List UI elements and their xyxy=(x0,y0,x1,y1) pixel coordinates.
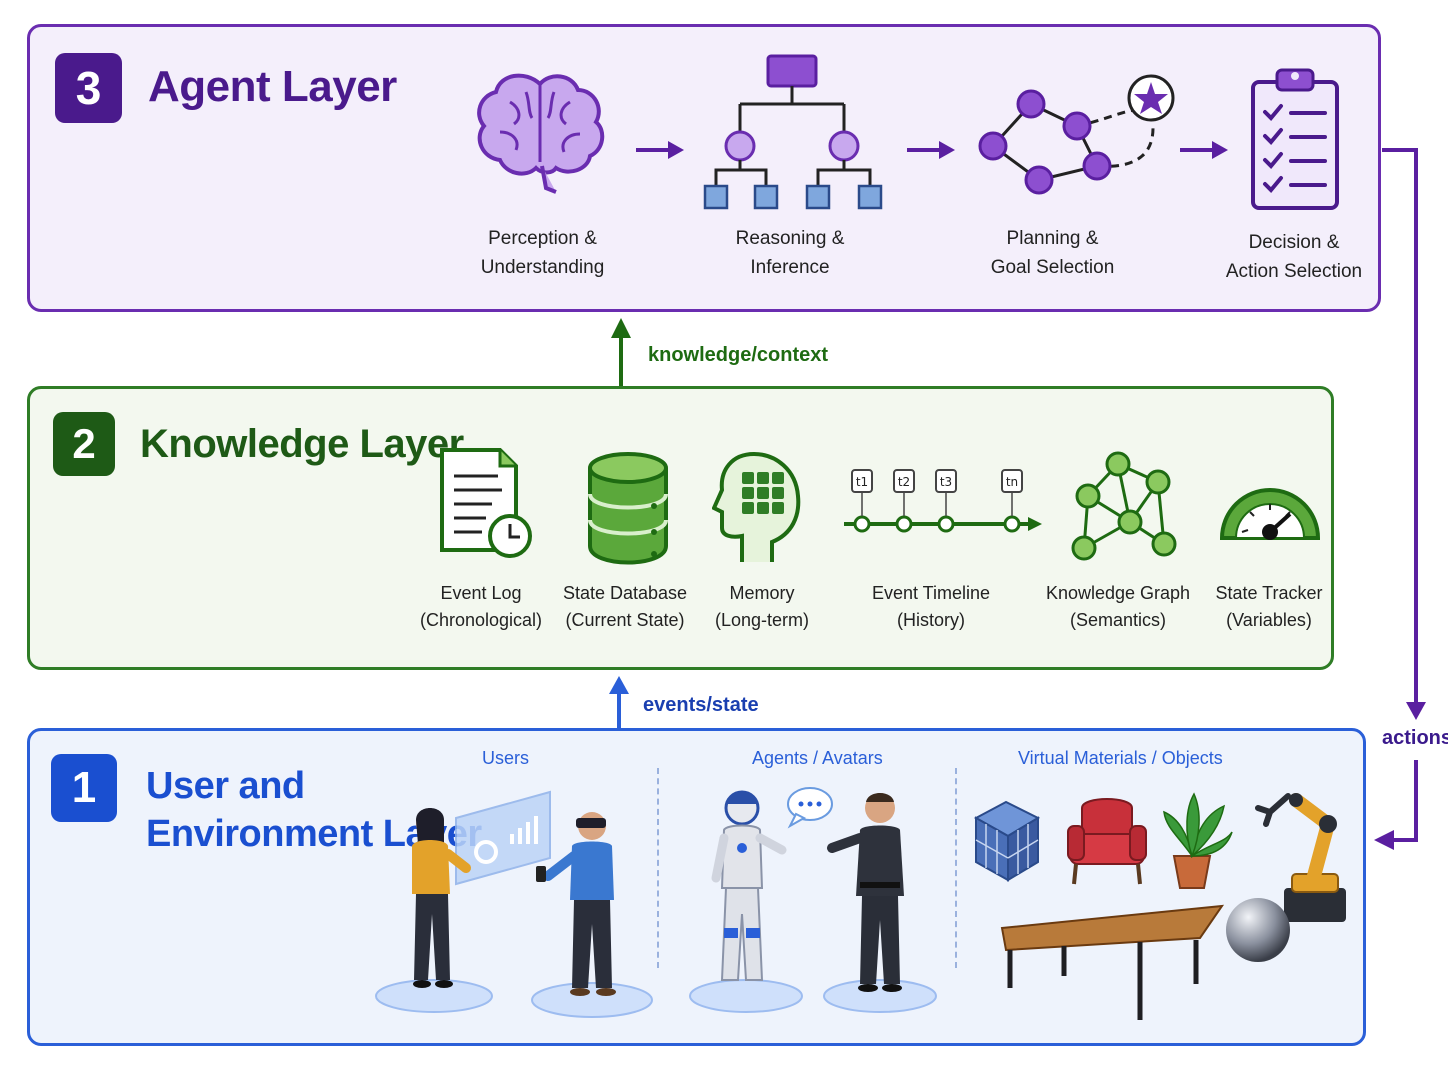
step-planning-caption: Planning & Goal Selection xyxy=(965,224,1140,282)
item-event-timeline-line1: Event Timeline xyxy=(871,583,991,603)
item-state-tracker-line1: State Tracker xyxy=(1215,583,1323,603)
step-planning-line1: Planning & xyxy=(1006,228,1099,249)
section-users-label: Users xyxy=(482,748,530,768)
graph-icon xyxy=(1071,451,1177,561)
brain-icon xyxy=(477,73,605,194)
step-decision-line1: Decision & xyxy=(1248,232,1340,253)
item-state-database-caption: State Database (Current State) xyxy=(556,580,694,634)
step-decision-line2: Action Selection xyxy=(1225,261,1363,282)
knowledge-layer-title: Knowledge Layer xyxy=(140,422,464,466)
knowledge-context-label: knowledge/context xyxy=(648,344,829,366)
virtual-objects-illustration xyxy=(973,792,1346,1020)
section-virtual-objects-label: Virtual Materials / Objects xyxy=(1018,748,1223,768)
step-decision-caption: Decision & Action Selection xyxy=(1210,228,1378,286)
knowledge-layer-number-badge: 2 xyxy=(53,412,115,476)
user-layer-number-badge: 1 xyxy=(51,754,117,822)
step-reasoning-caption: Reasoning & Inference xyxy=(705,224,875,282)
actions-label: actions xyxy=(1382,727,1448,749)
path-icon xyxy=(978,74,1175,195)
users-scene-illustration xyxy=(375,790,653,1018)
user-layer-title-line1: User and xyxy=(146,765,305,807)
gauge-icon xyxy=(1219,488,1321,540)
step-perception-caption: Perception & Understanding xyxy=(455,224,630,282)
clipboard-icon xyxy=(1251,68,1339,210)
item-state-tracker-caption: State Tracker (Variables) xyxy=(1204,580,1334,634)
actions-arrow xyxy=(1374,148,1426,850)
item-state-database-line1: State Database xyxy=(562,583,688,603)
step-perception-line2: Understanding xyxy=(480,257,605,278)
item-event-timeline-line2: (History) xyxy=(897,610,965,630)
item-knowledge-graph-line1: Knowledge Graph xyxy=(1045,583,1191,603)
head-memory-icon xyxy=(712,451,801,562)
item-knowledge-graph-caption: Knowledge Graph (Semantics) xyxy=(1040,580,1196,634)
item-event-log-line1: Event Log xyxy=(440,583,522,603)
item-memory-line1: Memory xyxy=(729,583,795,603)
knowledge-layer-panel xyxy=(27,386,1334,670)
timeline-tick-1: t1 xyxy=(856,475,868,489)
agent-flow-arrow-3 xyxy=(1180,141,1228,159)
timeline-icon: t1 t2 t3 tn xyxy=(844,469,1042,533)
agent-flow-arrow-2 xyxy=(907,141,955,159)
step-reasoning-line2: Inference xyxy=(750,257,830,278)
item-event-log-caption: Event Log (Chronological) xyxy=(410,580,552,634)
item-state-database-line2: (Current State) xyxy=(565,610,685,630)
timeline-tick-3: t3 xyxy=(940,475,952,489)
agent-layer-title: Agent Layer xyxy=(148,62,397,111)
timeline-tick-n: tn xyxy=(1006,475,1018,489)
item-memory-caption: Memory (Long-term) xyxy=(700,580,824,634)
events-state-arrow xyxy=(609,676,629,730)
step-perception-line1: Perception & xyxy=(488,228,597,249)
section-divider-2 xyxy=(955,768,957,968)
agent-layer-panel xyxy=(27,24,1381,312)
item-state-tracker-line2: (Variables) xyxy=(1226,610,1312,630)
knowledge-context-arrow xyxy=(611,318,631,388)
agent-flow-arrow-1 xyxy=(636,141,684,159)
item-knowledge-graph-line2: (Semantics) xyxy=(1069,610,1167,630)
database-icon xyxy=(588,452,668,565)
item-event-log-line2: (Chronological) xyxy=(419,610,543,630)
agent-layer-number-badge: 3 xyxy=(55,53,122,123)
agents-scene-illustration xyxy=(689,787,937,1013)
document-clock-icon xyxy=(440,448,532,558)
item-event-timeline-caption: Event Timeline (History) xyxy=(856,580,1006,634)
item-memory-line2: (Long-term) xyxy=(714,610,810,630)
section-divider-1 xyxy=(657,768,659,968)
tree-icon xyxy=(703,54,883,210)
step-planning-line2: Goal Selection xyxy=(990,257,1115,278)
step-reasoning-line1: Reasoning & xyxy=(735,228,845,249)
timeline-tick-2: t2 xyxy=(898,475,910,489)
events-state-label: events/state xyxy=(643,694,759,716)
section-agents-avatars-label: Agents / Avatars xyxy=(752,748,883,768)
